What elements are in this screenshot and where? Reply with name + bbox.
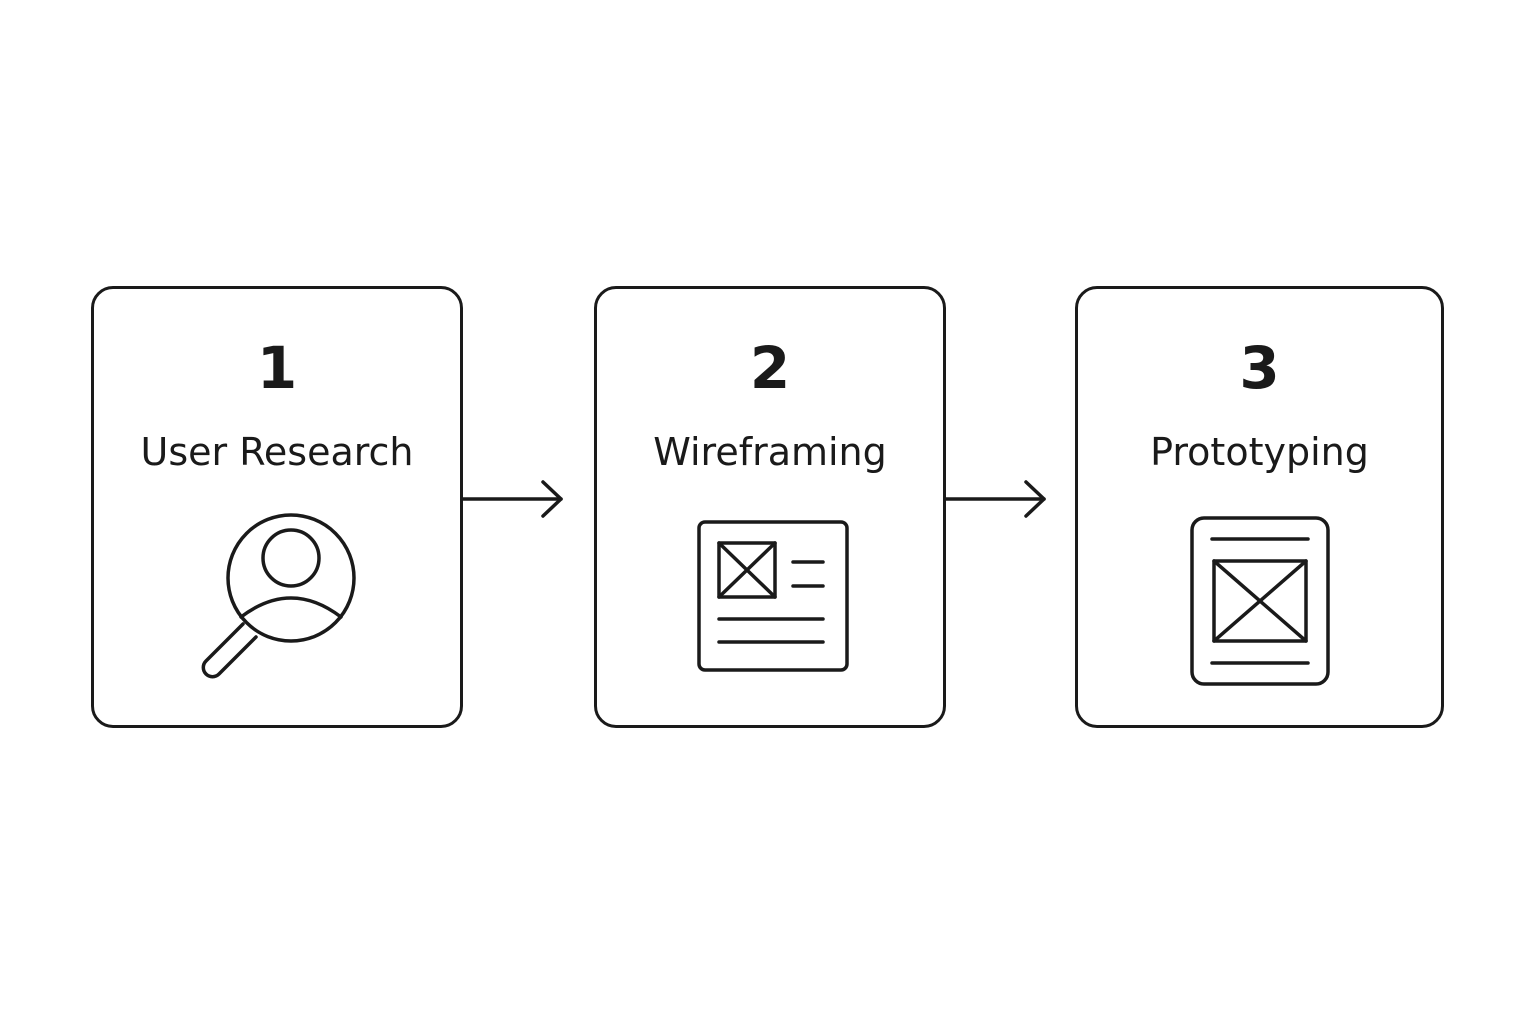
step-card-user-research: 1 User Research [91, 286, 463, 728]
step-number: 3 [1239, 334, 1280, 402]
step-card-prototyping: 3 Prototyping [1075, 286, 1444, 728]
step-number: 1 [256, 334, 298, 402]
step-label: User Research [140, 430, 414, 474]
prototype-icon [1190, 516, 1330, 686]
step-card-wireframing: 2 Wireframing [594, 286, 946, 728]
wireframe-icon [697, 520, 849, 672]
arrow-right-icon [944, 480, 1046, 518]
step-label: Prototyping [1150, 430, 1369, 474]
step-label: Wireframing [653, 430, 887, 474]
arrow-right-icon [461, 480, 563, 518]
magnifier-user-icon [201, 513, 356, 679]
step-number: 2 [749, 334, 791, 402]
